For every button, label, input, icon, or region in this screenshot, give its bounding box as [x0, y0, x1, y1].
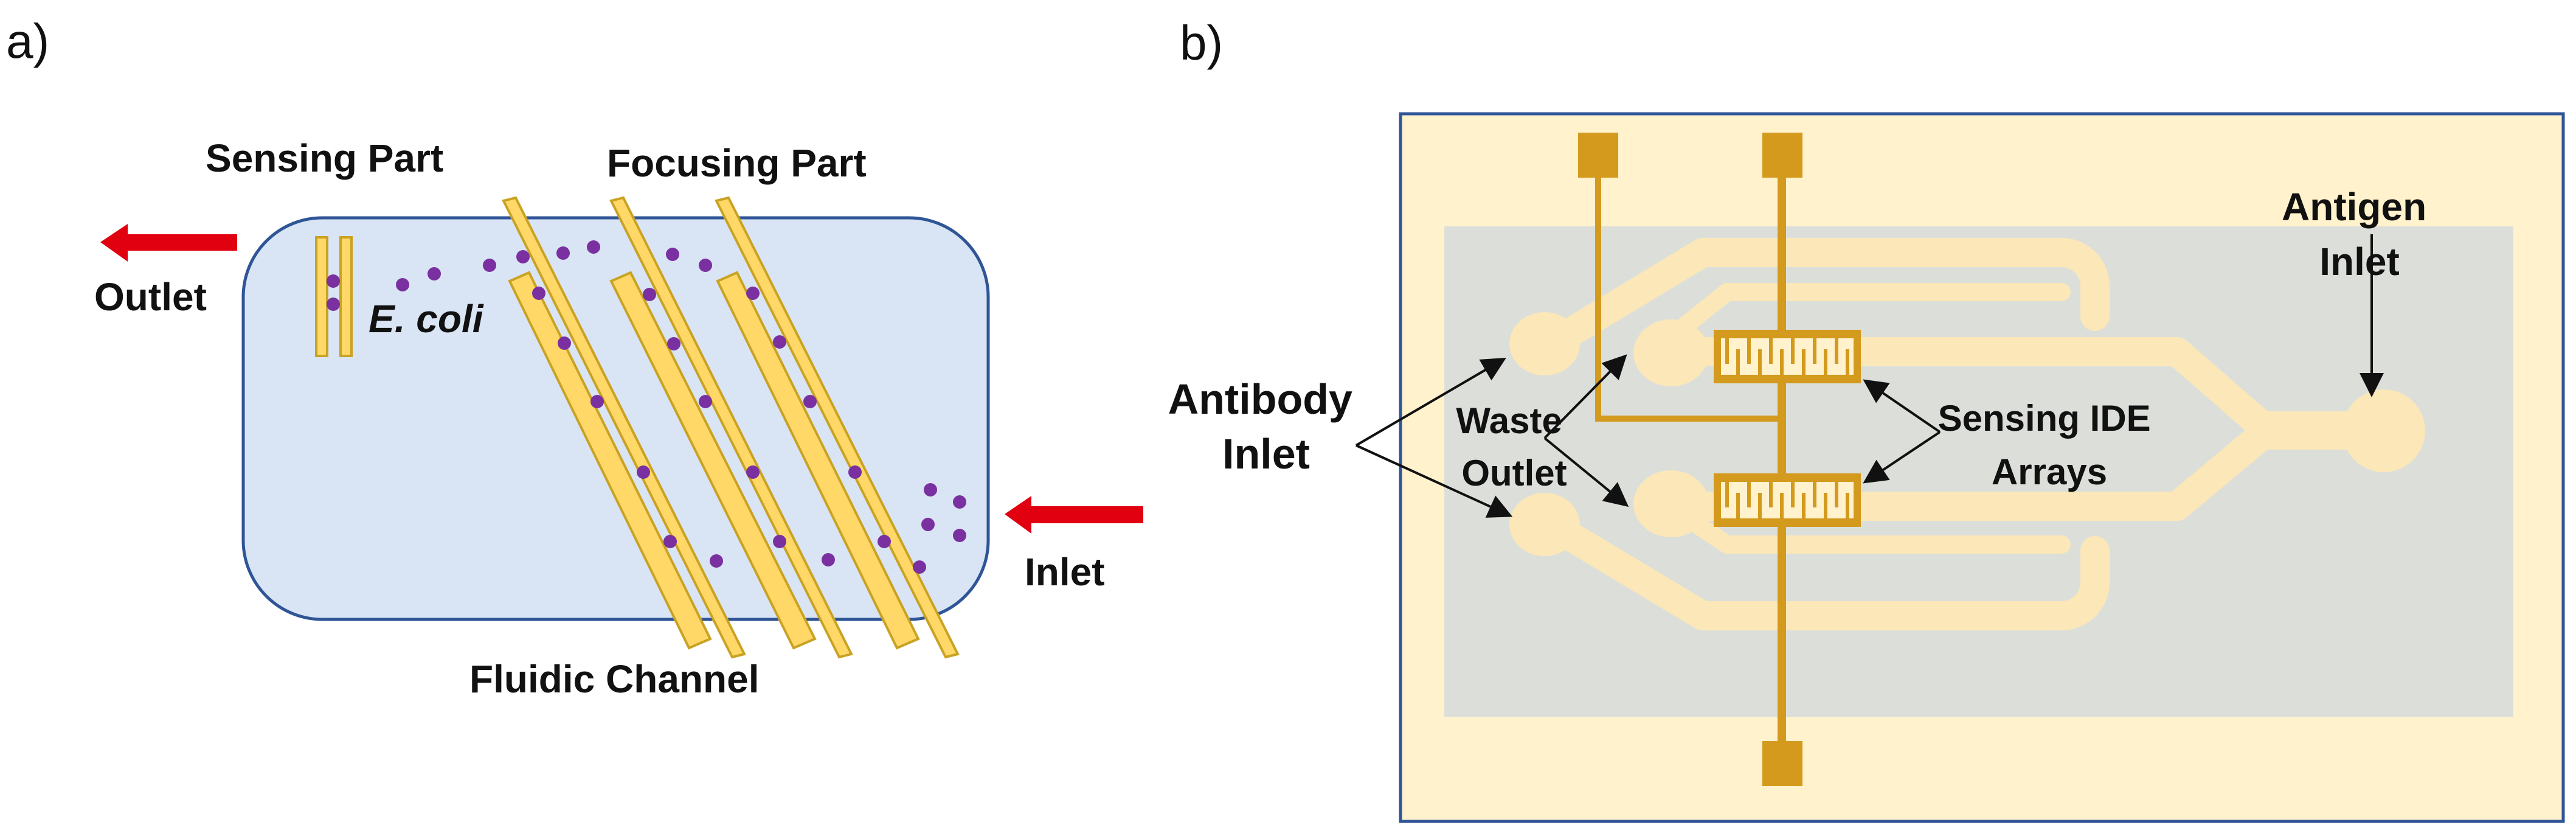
- particle: [428, 267, 441, 280]
- focusing-electrode-2-thin: [609, 196, 853, 659]
- antibody-inlet-bottom: [1509, 493, 1580, 556]
- particle: [848, 465, 862, 479]
- waste-arrow-top: [1543, 354, 1627, 439]
- ide-array-bottom-fingers: [1725, 482, 1849, 518]
- gold-traces: [1595, 158, 1786, 764]
- focusing-electrode-2-wide: [609, 271, 817, 650]
- particle: [667, 337, 680, 350]
- channel-main-bottom: [1673, 420, 2386, 521]
- particle: [746, 465, 760, 479]
- outlet-arrow: [100, 224, 237, 262]
- sensing-part-label: Sensing Part: [206, 136, 443, 180]
- ecoli-label: E. coli: [369, 297, 484, 341]
- antigen-inlet-label: Antigen Inlet: [2282, 185, 2437, 284]
- particle: [773, 335, 786, 349]
- particle: [773, 535, 786, 548]
- channel-network: [1542, 238, 2386, 630]
- antigen-inlet-line-1: Antigen: [2282, 185, 2426, 229]
- panel-b-letter: b): [1180, 16, 1223, 70]
- focusing-electrode-1-thin: [502, 196, 746, 659]
- ide-arrow-bottom: [1863, 431, 1941, 484]
- particle: [532, 287, 545, 300]
- focusing-electrode-1-wide: [508, 271, 712, 650]
- particle: [327, 298, 340, 311]
- ide-array-bottom-comb: [1721, 482, 1854, 518]
- ecoli-particles: [327, 240, 966, 574]
- fluidic-channel-label: Fluidic Channel: [469, 657, 759, 701]
- contact-pad-bottom: [1762, 741, 1802, 786]
- particle: [746, 287, 760, 300]
- sensing-electrode-left: [315, 236, 328, 357]
- antibody-inlet-top: [1509, 312, 1580, 375]
- sensing-ide-line-2: Arrays: [1992, 451, 2107, 492]
- antibody-inlet-line-1: Antibody: [1168, 375, 1352, 423]
- particle: [921, 518, 935, 531]
- particle: [913, 560, 926, 574]
- sensing-ide-label: Sensing IDE Arrays: [1938, 398, 2161, 492]
- particle: [699, 259, 712, 272]
- antibody-arrow-bottom: [1356, 444, 1513, 518]
- particle: [666, 248, 679, 261]
- particle: [327, 274, 340, 288]
- waste-outlet-label: Waste Outlet: [1456, 400, 1572, 493]
- particle: [953, 495, 966, 509]
- contact-pads: [1578, 133, 1802, 786]
- inlet-label: Inlet: [1025, 550, 1105, 594]
- focusing-electrode-3-wide: [716, 271, 920, 650]
- particle: [590, 395, 604, 408]
- particle: [953, 529, 966, 542]
- focusing-electrodes: [502, 196, 960, 659]
- sensing-ide-line-1: Sensing IDE: [1938, 398, 2151, 439]
- waste-outlet-line-2: Outlet: [1461, 453, 1567, 493]
- panel-a-letter: a): [6, 14, 49, 68]
- ide-array-top: [1714, 330, 1861, 383]
- particle: [710, 554, 723, 568]
- particle: [556, 246, 570, 260]
- trace-left: [1595, 158, 1782, 422]
- waste-outlet-top: [1633, 319, 1709, 386]
- channel-outer-bottom: [1542, 514, 2110, 630]
- antigen-inlet-line-2: Inlet: [2319, 240, 2400, 284]
- focusing-electrode-3-thin: [715, 196, 960, 659]
- particle: [637, 465, 650, 479]
- particle: [663, 535, 677, 548]
- annotation-arrows: [1355, 234, 2384, 518]
- inlet-arrow: [1005, 496, 1143, 534]
- panel-a: a): [6, 14, 1143, 701]
- sensing-electrodes: [315, 236, 353, 357]
- particle: [924, 483, 937, 496]
- contact-pad-left: [1578, 133, 1618, 178]
- antibody-arrow-top: [1355, 357, 1506, 447]
- ide-array-top-comb: [1721, 338, 1854, 375]
- waste-arrow-bottom: [1543, 437, 1629, 507]
- particle: [822, 553, 835, 566]
- particle: [878, 535, 891, 548]
- particle: [587, 240, 600, 254]
- sensing-electrode-right: [339, 236, 353, 357]
- ide-array-bottom: [1714, 473, 1861, 527]
- particle: [803, 395, 817, 408]
- antigen-inlet-reservoir: [2342, 389, 2425, 472]
- antibody-inlet-label: Antibody Inlet: [1168, 375, 1365, 478]
- ide-arrow-top: [1863, 379, 1941, 433]
- waste-outlet-line-1: Waste: [1456, 400, 1562, 441]
- particle: [396, 278, 409, 291]
- panel-b: b): [1168, 16, 2565, 823]
- channel-outer-top: [1542, 238, 2110, 355]
- particle: [643, 288, 656, 301]
- antibody-inlet-line-2: Inlet: [1222, 430, 1310, 478]
- particle: [483, 259, 496, 272]
- particle: [558, 336, 571, 350]
- waste-outlet-bottom: [1633, 470, 1709, 537]
- contact-pad-top: [1762, 133, 1802, 178]
- outlet-label: Outlet: [94, 275, 207, 319]
- particle: [699, 395, 712, 408]
- particle: [516, 250, 530, 263]
- focusing-part-label: Focusing Part: [607, 141, 867, 185]
- reservoirs: [1509, 312, 2425, 556]
- ide-array-top-fingers: [1725, 338, 1849, 375]
